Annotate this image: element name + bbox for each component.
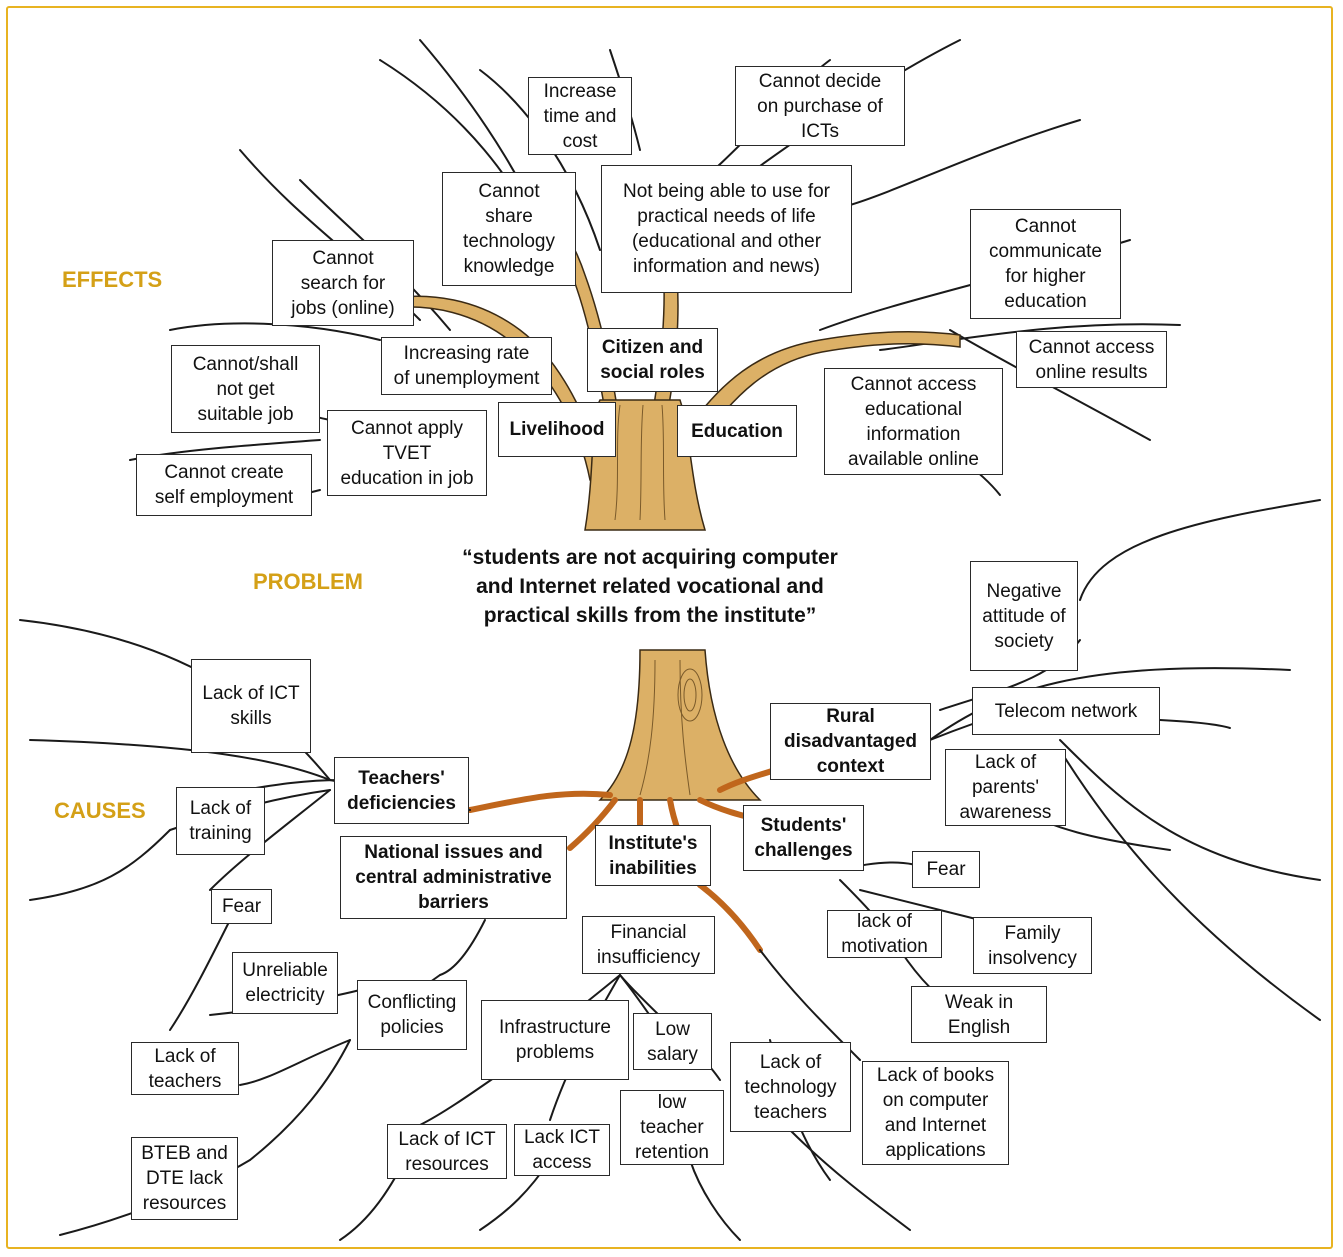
cause-weak-english: Weak in English	[911, 986, 1047, 1043]
effect-cannot-access-results: Cannot access online results	[1016, 331, 1167, 388]
cause-lack-motivation: lack of motivation	[827, 910, 942, 958]
effect-increase-time-cost: Increase time and cost	[528, 77, 632, 155]
effect-cannot-search-jobs: Cannot search for jobs (online)	[272, 240, 414, 326]
cause-lack-ict-skills: Lack of ICT skills	[191, 659, 311, 753]
lower-trunk-grain	[639, 659, 703, 796]
cause-conflicting-policies: Conflicting policies	[357, 980, 467, 1050]
cause-lack-ict-access: Lack ICT access	[514, 1124, 610, 1176]
upper-trunk-grain	[614, 404, 666, 521]
problem-statement: “students are not acquiring computer and…	[462, 546, 838, 627]
effect-category-education: Education	[677, 405, 797, 457]
effect-cannot-self-employ: Cannot create self employment	[136, 454, 312, 516]
cause-lack-books: Lack of books on computer and Internet a…	[862, 1061, 1009, 1165]
cause-fear-students: Fear	[912, 851, 980, 888]
cause-lack-teachers: Lack of teachers	[131, 1042, 239, 1095]
effect-category-livelihood: Livelihood	[498, 402, 616, 457]
cause-category-teachers: Teachers' deficiencies	[334, 757, 469, 824]
effect-not-able-use-practical: Not being able to use for practical need…	[601, 165, 852, 293]
effect-cannot-decide-ict: Cannot decide on purchase of ICTs	[735, 66, 905, 146]
cause-telecom-network: Telecom network	[972, 687, 1160, 735]
causes-label: CAUSES	[54, 798, 146, 823]
cause-financial-insufficiency: Financial insufficiency	[582, 916, 715, 974]
diagram-frame	[6, 6, 1333, 1249]
effect-increasing-unemployment: Increasing rate of unemployment	[381, 337, 552, 395]
effect-category-citizen: Citizen and social roles	[587, 328, 718, 392]
cause-lack-ict-resources: Lack of ICT resources	[387, 1124, 507, 1179]
cause-category-students: Students' challenges	[743, 805, 864, 871]
effect-cannot-get-job: Cannot/shall not get suitable job	[171, 345, 320, 433]
cause-category-institute: Institute's inabilities	[595, 825, 711, 886]
effect-cannot-access-edu-info: Cannot access educational information av…	[824, 368, 1003, 475]
effect-cannot-apply-tvet: Cannot apply TVET education in job	[327, 410, 487, 496]
cause-lack-training: Lack of training	[176, 787, 265, 855]
cause-lack-tech-teachers: Lack of technology teachers	[730, 1042, 851, 1132]
cause-unreliable-electricity: Unreliable electricity	[232, 952, 338, 1014]
cause-bteb-dte: BTEB and DTE lack resources	[131, 1137, 238, 1220]
lower-trunk	[598, 649, 762, 801]
problem-label: PROBLEM	[253, 569, 363, 594]
cause-family-insolvency: Family insolvency	[973, 917, 1092, 974]
cause-low-retention: low teacher retention	[620, 1090, 724, 1165]
cause-category-rural: Rural disadvantaged context	[770, 703, 931, 780]
cause-fear-teachers: Fear	[211, 889, 272, 924]
cause-lack-parents-awareness: Lack of parents' awareness	[945, 749, 1066, 826]
cause-category-national: National issues and central administrati…	[340, 836, 567, 919]
cause-infrastructure-problems: Infrastructure problems	[481, 1000, 629, 1080]
cause-negative-attitude: Negative attitude of society	[970, 561, 1078, 671]
cause-low-salary: Low salary	[633, 1013, 712, 1070]
effect-cannot-communicate-higher: Cannot communicate for higher education	[970, 209, 1121, 319]
effects-label: EFFECTS	[62, 267, 163, 292]
effect-cannot-share-tech: Cannot share technology knowledge	[442, 172, 576, 286]
